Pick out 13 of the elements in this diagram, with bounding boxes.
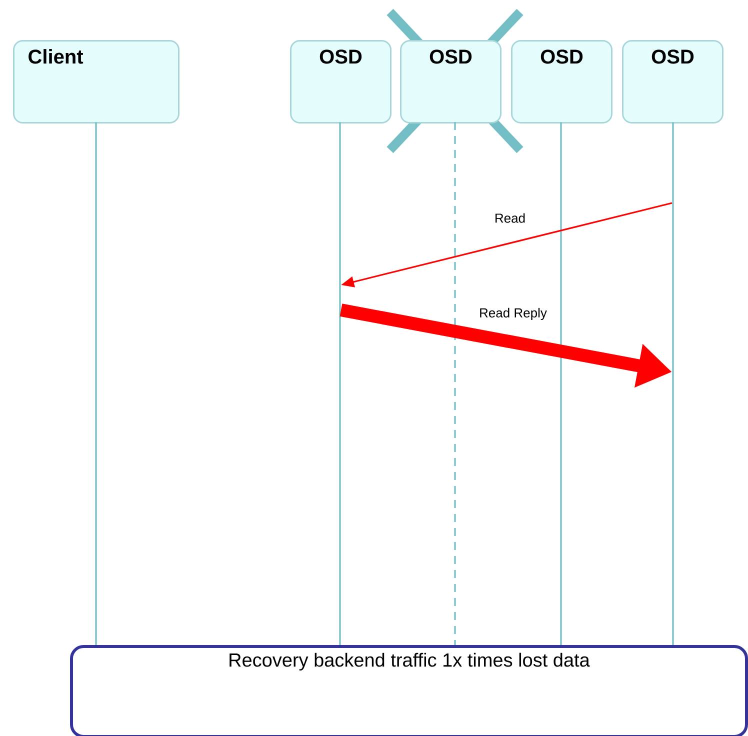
lifeline-head-box: OSD [622,40,724,124]
lifeline-head-box: OSD [290,40,392,124]
lifeline [339,122,341,646]
lifeline [95,122,97,646]
lifeline [560,122,562,646]
lifeline-head-box: OSD [400,40,502,124]
summary-box: Recovery backend traffic 1x times lost data [70,645,748,736]
edge-label: Read [493,212,527,224]
lifeline [672,122,674,646]
lifeline-head-box: Client [13,40,180,124]
lifeline-head-box: OSD [511,40,612,124]
lifeline [454,122,456,645]
edge-label: Read Reply [478,306,548,322]
